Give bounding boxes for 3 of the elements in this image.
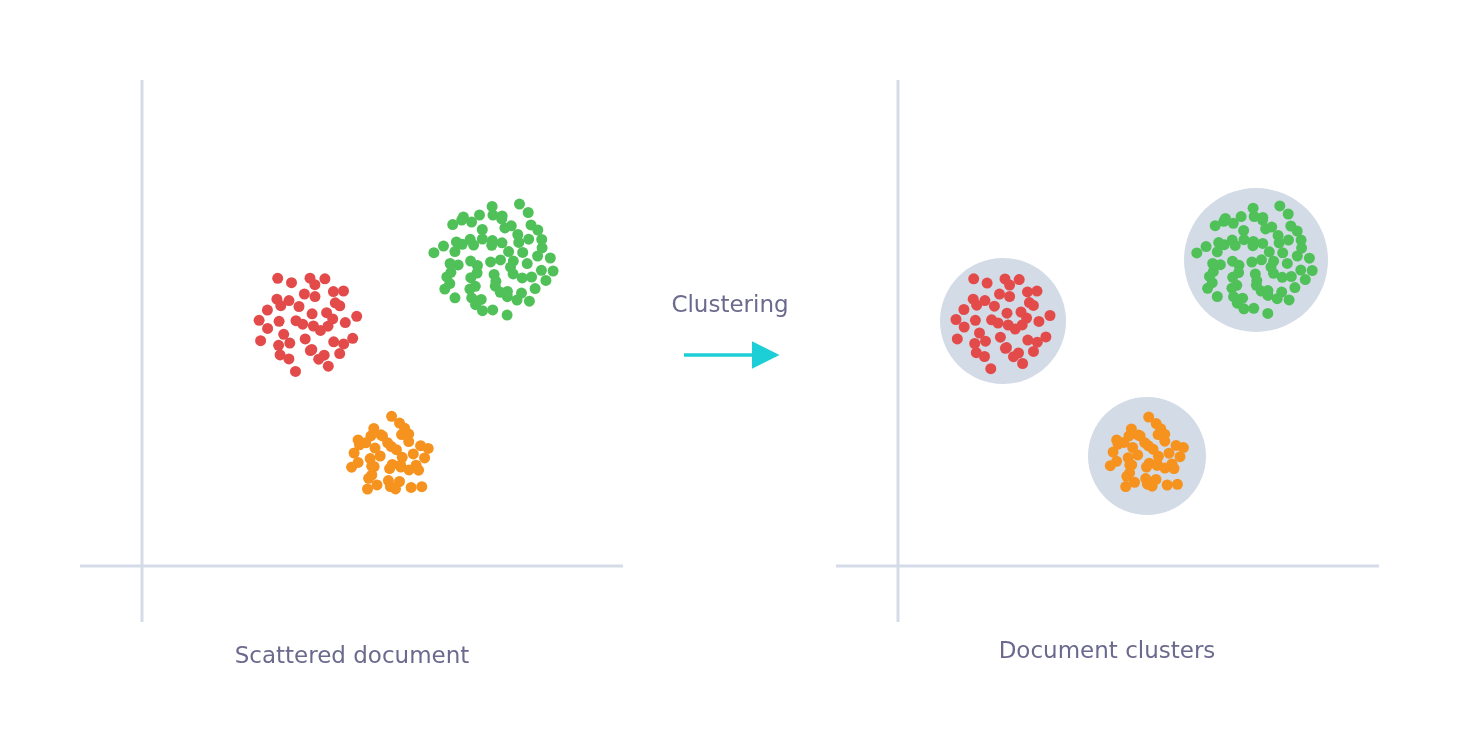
plot-caption: Scattered document	[234, 642, 470, 668]
arrow	[684, 341, 780, 369]
plot-caption: Document clusters	[998, 637, 1216, 663]
